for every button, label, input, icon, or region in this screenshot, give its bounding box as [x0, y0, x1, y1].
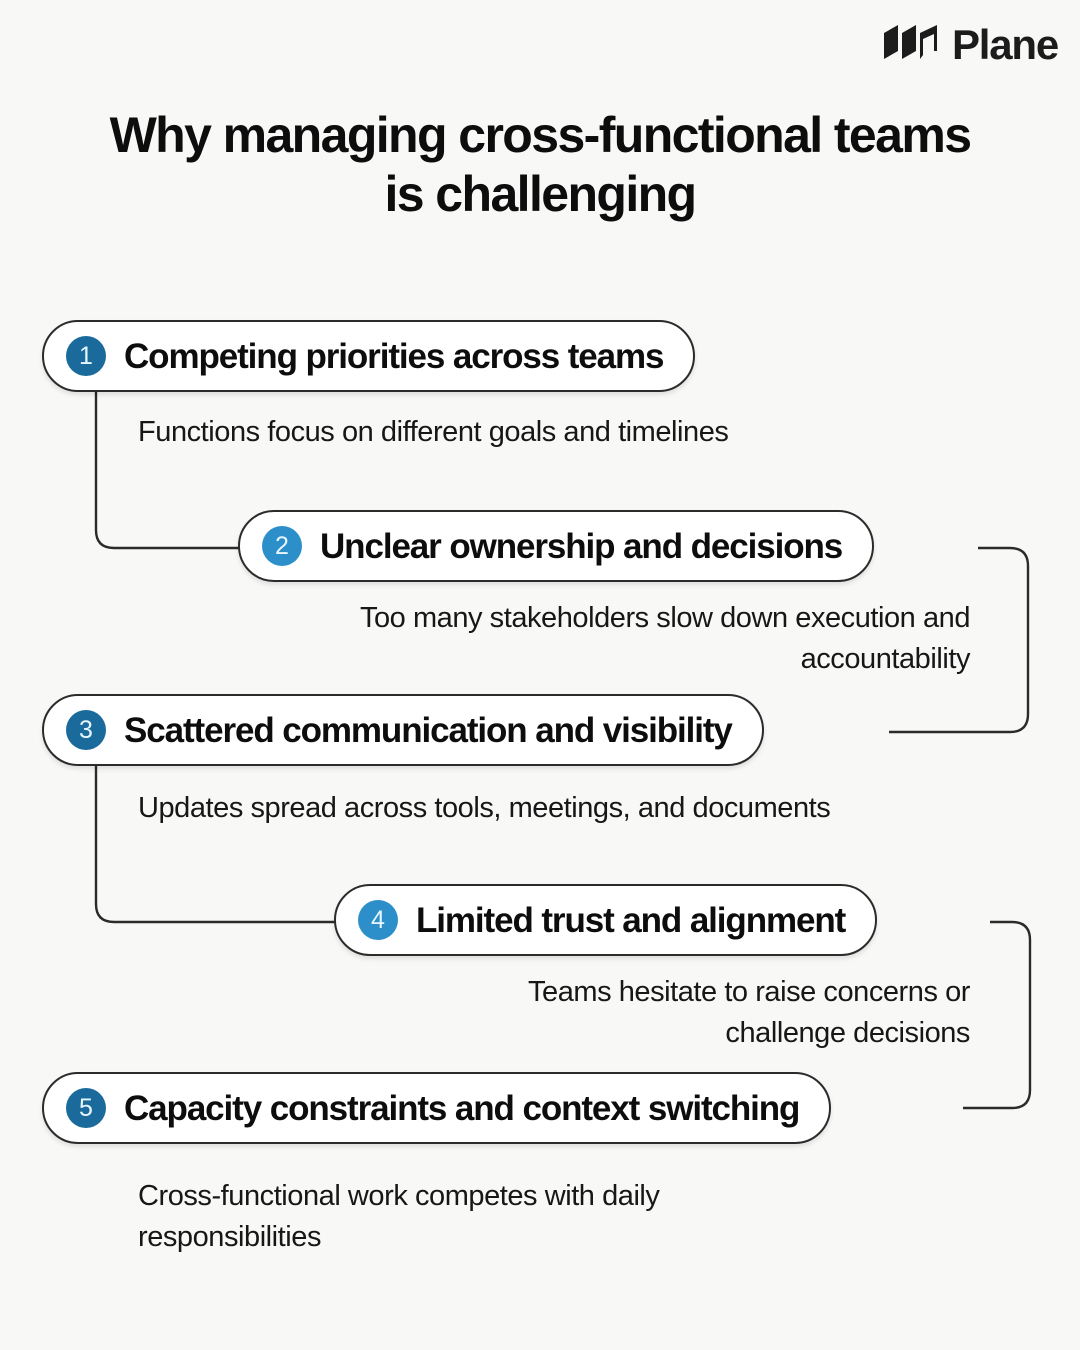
brand-logo: Plane: [882, 20, 1059, 68]
step-number-badge-3: 3: [66, 710, 106, 750]
step-pill-5[interactable]: 5 Capacity constraints and context switc…: [42, 1072, 832, 1144]
step-label-2: Unclear ownership and decisions: [320, 526, 843, 566]
connector-4-5: [963, 920, 1032, 1110]
step-description-5: Cross-functional work competes with dail…: [138, 1180, 660, 1254]
step-label-5: Capacity constraints and context switchi…: [124, 1088, 800, 1128]
page-title: Why managing cross-functional teams is c…: [109, 107, 972, 222]
step-description-1: Functions focus on different goals and t…: [138, 416, 729, 448]
step-description-2: Too many stakeholders slow down executio…: [359, 602, 971, 676]
step-label-1: Competing priorities across teams: [124, 336, 665, 376]
brand-name: Plane: [951, 20, 1059, 68]
step-pill-4[interactable]: 4 Limited trust and alignment: [334, 884, 878, 956]
step-number-badge-2: 2: [262, 526, 302, 566]
step-label-4: Limited trust and alignment: [416, 900, 846, 940]
step-number-badge-1: 1: [66, 336, 106, 376]
step-pill-1[interactable]: 1 Competing priorities across teams: [42, 320, 696, 392]
step-label-3: Scattered communication and visibility: [124, 710, 733, 750]
step-pill-2[interactable]: 2 Unclear ownership and decisions: [238, 510, 875, 582]
step-pill-3[interactable]: 3 Scattered communication and visibility: [42, 694, 764, 766]
step-number-badge-5: 5: [66, 1088, 106, 1128]
step-description-4: Teams hesitate to raise concerns or chal…: [527, 976, 970, 1050]
step-number-badge-4: 4: [358, 900, 398, 940]
plane-logo-icon: [882, 22, 940, 67]
step-description-3: Updates spread across tools, meetings, a…: [138, 792, 831, 824]
